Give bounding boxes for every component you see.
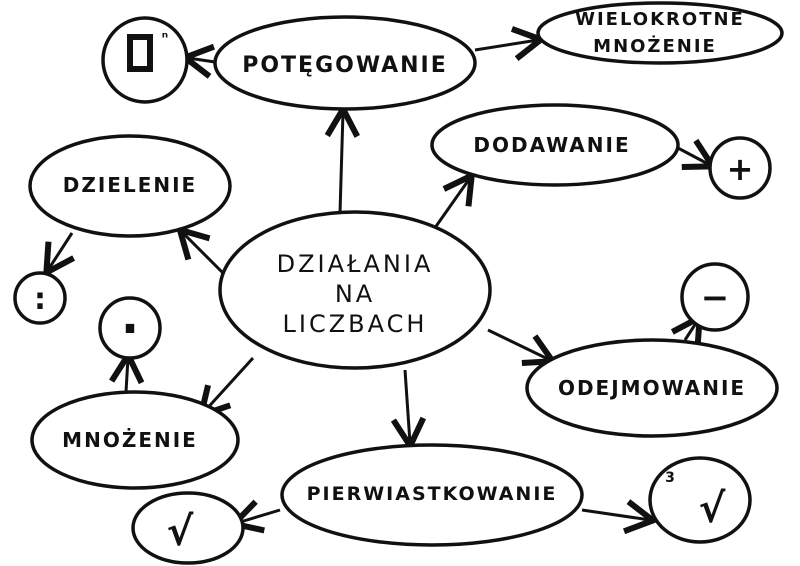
node-label: MNOŻENIE <box>62 428 198 452</box>
arrow-to-colon <box>48 232 72 270</box>
exponent-label: ⁿ <box>162 30 168 46</box>
center-line-3: LICZBACH <box>283 310 428 338</box>
node-dzielenie: DZIELENIE <box>28 134 232 238</box>
node-wielokrotne-mnozenie: WIELOKROTNE MNOŻENIE <box>536 1 784 65</box>
cbrt-index: 3 <box>665 470 675 486</box>
arrow-to-plus <box>677 148 710 165</box>
node-label: DZIELENIE <box>63 173 197 197</box>
arrow-to-sqrt <box>237 510 281 523</box>
arrow-to-pierwiastkowanie <box>405 369 410 443</box>
arrow-to-odejmowanie <box>487 328 550 360</box>
node-label: ODEJMOWANIE <box>558 376 746 400</box>
power-symbol: ⁿ <box>101 16 189 104</box>
minus-icon: − <box>701 278 730 318</box>
sqrt-symbol: √ <box>131 491 245 565</box>
minus-symbol: − <box>680 262 750 332</box>
node-potegowanie: POTĘGOWANIE <box>213 15 477 111</box>
node-label: WIELOKROTNE <box>575 9 745 30</box>
arrow-to-power-symbol <box>188 58 216 62</box>
arrow-to-potegowanie <box>340 112 343 214</box>
center-line-1: DZIAŁANIA <box>277 250 434 278</box>
colon-icon: : <box>34 282 46 317</box>
node-label: MNOŻENIE <box>593 35 717 57</box>
node-dodawanie: DODAWANIE <box>430 103 680 187</box>
arrow-to-wielokrotne <box>474 40 538 50</box>
dot-icon: · <box>121 301 139 357</box>
center-node: DZIAŁANIA NA LICZBACH <box>218 210 492 370</box>
box-icon <box>127 34 153 72</box>
node-pierwiastkowanie: PIERWIASTKOWANIE <box>280 443 584 547</box>
cbrt-icon: √ <box>699 486 726 532</box>
arrow-to-cbrt <box>581 510 650 520</box>
node-odejmowanie: ODEJMOWANIE <box>525 338 779 438</box>
arrow-to-mnozenie <box>203 356 255 413</box>
node-label: POTĘGOWANIE <box>242 53 448 78</box>
plus-icon: + <box>727 150 754 188</box>
cbrt-symbol: 3 √ <box>648 456 752 544</box>
plus-symbol: + <box>708 136 772 200</box>
node-label: PIERWIASTKOWANIE <box>307 483 558 505</box>
center-line-2: NA <box>335 280 375 308</box>
node-mnozenie: MNOŻENIE <box>30 390 240 490</box>
sqrt-icon: √ <box>167 509 194 555</box>
arrow-to-dot <box>126 358 128 393</box>
colon-symbol: : <box>13 271 67 325</box>
dot-symbol: · <box>98 296 162 360</box>
node-label: DODAWANIE <box>473 133 630 157</box>
arrow-to-dodawanie <box>430 178 470 233</box>
